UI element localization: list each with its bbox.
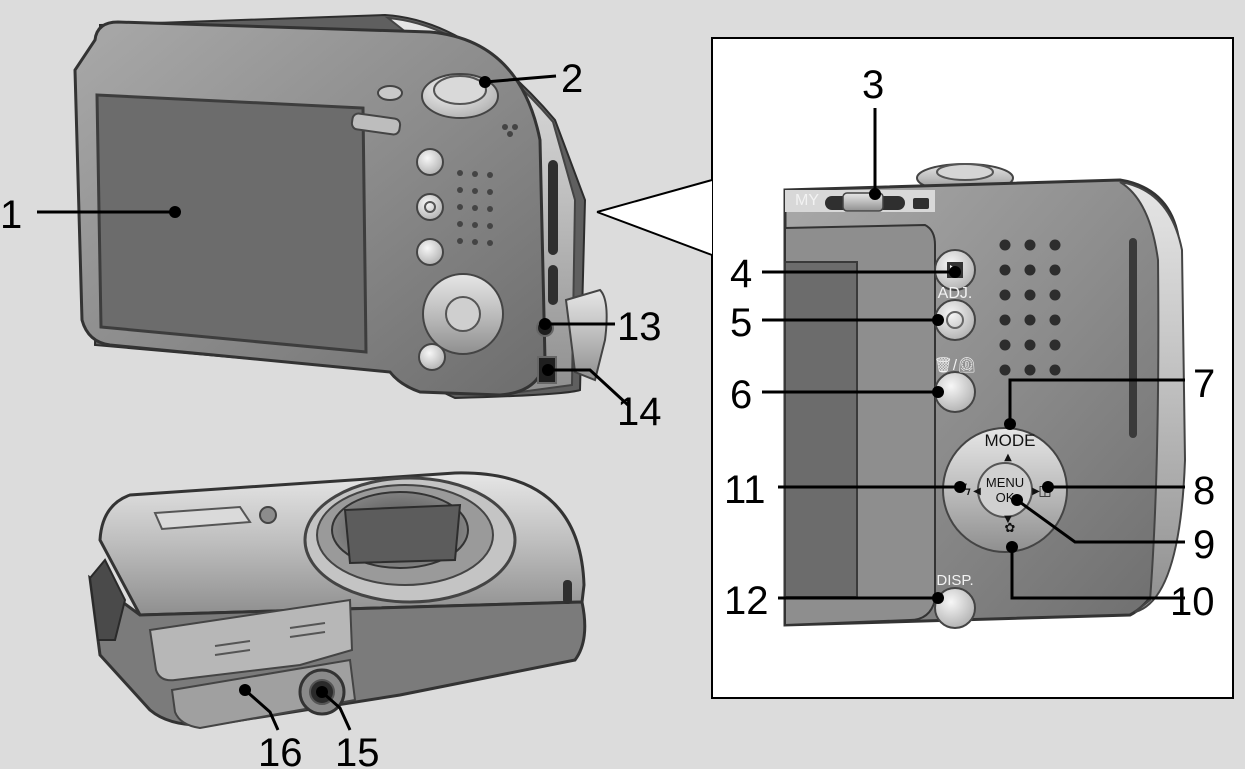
callout-3: 3 <box>862 63 884 107</box>
adj-button-label: ADJ. <box>938 285 973 302</box>
right-arrow-icon: ▶ <box>1032 486 1040 497</box>
callout-1: 1 <box>0 193 22 237</box>
left-arrow-icon: ◀ <box>973 486 981 497</box>
menu-label: MENU <box>986 475 1024 490</box>
disp-button-label: DISP. <box>936 572 973 589</box>
callout-10: 10 <box>1170 580 1215 624</box>
macro-icon: ✿ <box>1005 521 1016 536</box>
callout-14: 14 <box>617 390 662 434</box>
callout-9: 9 <box>1193 523 1215 567</box>
callout-4: 4 <box>730 252 752 296</box>
callout-5: 5 <box>730 301 752 345</box>
mode-label: MODE <box>985 431 1036 450</box>
flash-icon: ϟ <box>962 481 972 499</box>
leader-lines <box>37 74 1185 731</box>
inset-detail-panel: MY ADJ. 🗑/⏲ MODE MENU OK DISP. ϟ ◫ ✿ ▲ ▼… <box>596 37 1234 699</box>
callout-7: 7 <box>1193 362 1215 406</box>
up-arrow-icon: ▲ <box>1004 452 1012 463</box>
callout-12: 12 <box>724 579 769 623</box>
callout-16: 16 <box>258 731 303 769</box>
delete-selftimer-label: 🗑/⏲ <box>934 357 976 374</box>
callout-2: 2 <box>561 57 583 101</box>
callout-8: 8 <box>1193 469 1215 513</box>
camera-bottom-view <box>88 471 587 730</box>
callout-15: 15 <box>335 731 380 769</box>
camera-rear-view <box>73 13 608 400</box>
down-arrow-icon: ▼ <box>1004 514 1012 525</box>
my-mode-label: MY <box>795 192 819 209</box>
callout-numbers: 1 2 3 4 5 6 7 8 9 10 11 12 13 14 15 16 <box>0 57 1215 769</box>
ok-label: OK <box>996 490 1015 505</box>
callout-13: 13 <box>617 305 662 349</box>
callout-11: 11 <box>724 468 766 512</box>
inset-camera-closeup <box>783 163 1187 629</box>
callout-6: 6 <box>730 373 752 417</box>
